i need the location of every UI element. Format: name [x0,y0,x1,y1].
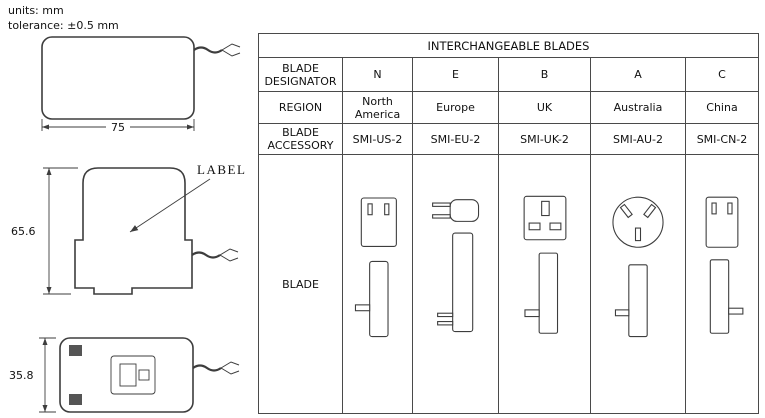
region-europe: Europe [412,91,499,124]
blade-slot-vent [69,394,82,405]
accessory-smi-au-2: SMI-AU-2 [590,123,686,155]
accessory-smi-us-2: SMI-US-2 [342,123,413,155]
cn-plug-drawing [705,196,744,334]
row-header-accessory: BLADE ACCESSORY [258,123,343,155]
region-row: REGION North America Europe UK Australia… [258,91,759,124]
width-dimension: 75 [41,119,195,134]
height-dimension: 65.6 [11,167,78,295]
accessory-row: BLADE ACCESSORY SMI-US-2 SMI-EU-2 SMI-UK… [258,123,759,155]
accessory-smi-eu-2: SMI-EU-2 [412,123,499,155]
adapter-body-side-view [74,167,193,295]
us-plug-drawing [354,197,397,338]
region-china: China [685,91,759,124]
tolerance-note: tolerance: ±0.5 mm [8,18,119,32]
label-annotation: LABEL [129,162,246,233]
output-cable [191,248,239,262]
dim-height-value: 65.6 [11,225,36,238]
blade-cell-eu [412,154,499,414]
adapter-bottom-view-drawing: 35.8 [9,337,240,413]
blade-cell-uk [498,154,591,414]
dim-depth-value: 35.8 [9,369,34,382]
blade-cell-us [342,154,413,414]
adapter-body-top-view [41,36,195,120]
adapter-body-bottom-view [59,337,194,413]
label-text: LABEL [197,162,246,177]
region-australia: Australia [590,91,686,124]
designator-a: A [590,57,686,92]
designator-b: B [498,57,591,92]
output-cable [193,43,241,57]
row-header-region: REGION [258,91,343,124]
blade-slot-vent [69,345,82,356]
table-title: INTERCHANGEABLE BLADES [258,33,759,58]
accessory-smi-uk-2: SMI-UK-2 [498,123,591,155]
drawing-notes: units: mm tolerance: ±0.5 mm [8,4,119,34]
folded-blade-detail [110,355,156,395]
designator-row: BLADE DESIGNATOR N E B A C [258,57,759,92]
adapter-top-view-drawing: 75 [41,36,241,134]
blade-cell-au [590,154,686,414]
au-plug-drawing [612,196,664,338]
row-header-designator: BLADE DESIGNATOR [258,57,343,92]
eu-plug-drawing [431,199,479,333]
depth-dimension: 35.8 [9,337,56,413]
adapter-side-view-drawing: LABEL 65.6 [11,162,246,295]
designator-n: N [342,57,413,92]
dim-width-value: 75 [111,121,125,134]
blade-cell-cn [685,154,759,414]
label-leader-arrow [129,178,211,233]
output-cable [192,361,240,375]
units-note: units: mm [8,4,64,17]
row-header-blade: BLADE [258,154,343,414]
uk-plug-drawing [523,195,566,334]
accessory-smi-cn-2: SMI-CN-2 [685,123,759,155]
blades-table: INTERCHANGEABLE BLADES BLADE DESIGNATOR … [258,33,759,414]
region-north-america: North America [342,91,413,124]
blade-row: BLADE [258,154,759,414]
designator-c: C [685,57,759,92]
designator-e: E [412,57,499,92]
region-uk: UK [498,91,591,124]
